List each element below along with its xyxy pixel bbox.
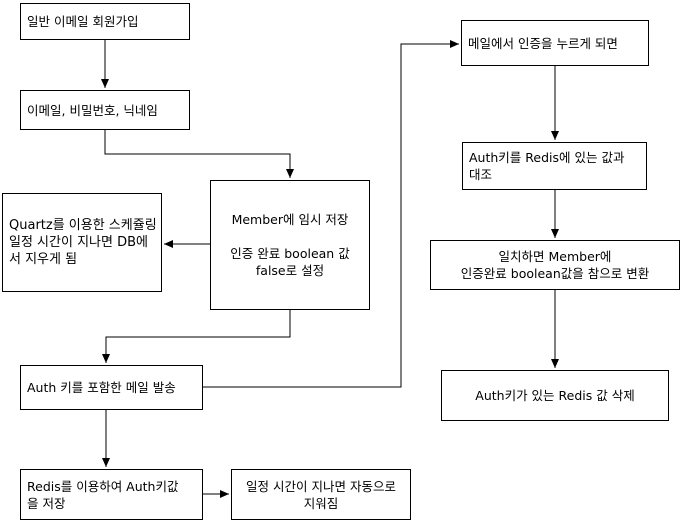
node-fields: 이메일, 비밀번호, 닉네임 xyxy=(20,90,190,130)
node-delete-key: Auth키가 있는 Redis 값 삭제 xyxy=(441,370,669,421)
node-signup: 일반 이메일 회원가입 xyxy=(20,3,190,40)
node-send-mail-label: Auth 키를 포함한 메일 발송 xyxy=(27,380,176,395)
node-signup-label: 일반 이메일 회원가입 xyxy=(27,14,139,29)
node-convert-label: 일치하면 Member에 인증완료 boolean값을 참으로 변환 xyxy=(460,249,650,281)
node-send-mail: Auth 키를 포함한 메일 발송 xyxy=(20,365,203,410)
arrow-member-to-sendmail xyxy=(102,310,291,363)
node-auto-delete: 일정 시간이 지나면 자동으로 지워짐 xyxy=(231,469,411,520)
node-mail-verify: 메일에서 인증을 누르게 되면 xyxy=(461,20,649,66)
node-compare: Auth키를 Redis에 있는 값과 대조 xyxy=(462,142,647,190)
node-convert: 일치하면 Member에 인증완료 boolean값을 참으로 변환 xyxy=(430,240,680,290)
arrow-sendmail-to-mailverify xyxy=(203,40,459,388)
node-delete-key-label: Auth키가 있는 Redis 값 삭제 xyxy=(475,388,635,403)
node-quartz-label: Quartz를 이용한 스케쥴링 일정 시간이 지나면 DB에 서 지우게 됨 xyxy=(9,218,157,267)
node-compare-label: Auth키를 Redis에 있는 값과 대조 xyxy=(469,150,625,182)
node-redis-save-label: Redis를 이용하여 Auth키값 을 저장 xyxy=(27,478,179,511)
arrow-fields-to-member xyxy=(104,130,294,178)
node-fields-label: 이메일, 비밀번호, 닉네임 xyxy=(27,102,158,118)
node-mail-verify-label: 메일에서 인증을 누르게 되면 xyxy=(468,35,618,51)
node-member-temp: Member에 임시 저장 인증 완료 boolean 값 false로 설정 xyxy=(210,180,370,310)
node-quartz: Quartz를 이용한 스케쥴링 일정 시간이 지나면 DB에 서 지우게 됨 xyxy=(2,193,162,292)
node-member-temp-label: Member에 임시 저장 인증 완료 boolean 값 false로 설정 xyxy=(230,212,350,278)
node-auto-delete-label: 일정 시간이 지나면 자동으로 지워짐 xyxy=(246,478,396,511)
node-redis-save: Redis를 이용하여 Auth키값 을 저장 xyxy=(20,469,203,520)
